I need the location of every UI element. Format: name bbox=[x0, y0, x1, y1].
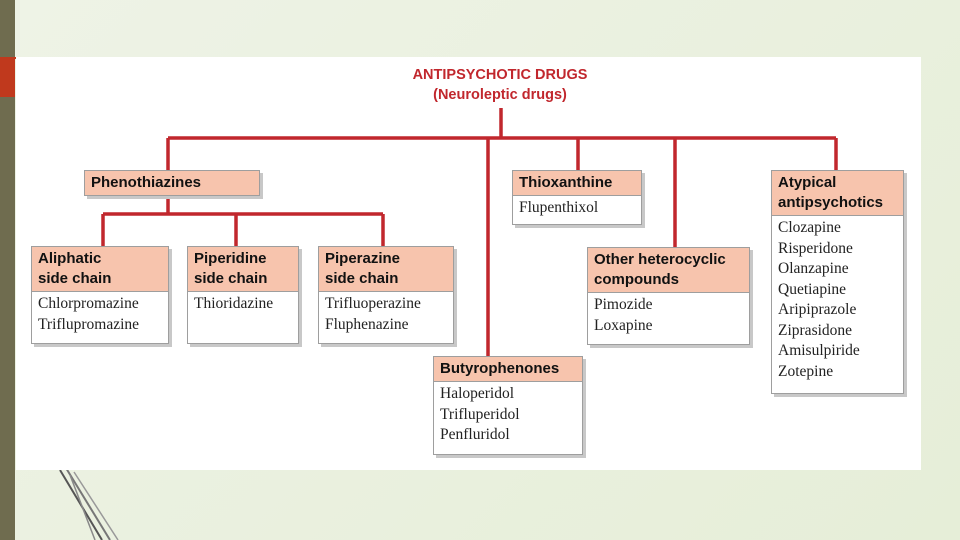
piperidine-label-1: Piperidine bbox=[194, 250, 267, 267]
list-item: Triflupromazine bbox=[38, 315, 140, 333]
decorative-swoosh bbox=[59, 467, 119, 540]
list-item: Trifluperidol bbox=[440, 405, 520, 423]
left-accent-block bbox=[0, 57, 15, 97]
list-item: Chlorpromazine bbox=[38, 295, 139, 312]
aliphatic-label-1: Aliphatic bbox=[38, 250, 102, 267]
thioxanthine-box: Thioxanthine Flupenthixol bbox=[512, 170, 642, 225]
list-item: Loxapine bbox=[594, 316, 653, 334]
piperazine-header: Piperazine side chain bbox=[319, 247, 453, 292]
list-item: Amisulpiride bbox=[778, 342, 860, 359]
list-item: Penfluridol bbox=[440, 426, 510, 443]
list-item: Zotepine bbox=[778, 362, 834, 380]
heterocyclic-box: Other heterocyclic compounds Pimozide Lo… bbox=[587, 247, 750, 345]
thioxanthine-header: Thioxanthine bbox=[513, 171, 641, 196]
butyrophenones-items: Haloperidol Trifluperidol Penfluridol bbox=[434, 382, 582, 448]
atypical-label-2: antipsychotics bbox=[778, 194, 884, 211]
aliphatic-label-2: side chain bbox=[38, 270, 112, 287]
list-item: Flupenthixol bbox=[519, 199, 599, 216]
aliphatic-header: Aliphatic side chain bbox=[32, 247, 168, 292]
list-item: Clozapine bbox=[778, 219, 841, 236]
piperidine-items: Thioridazine bbox=[188, 292, 298, 317]
heterocyclic-header: Other heterocyclic compounds bbox=[588, 248, 749, 293]
heterocyclic-label-1: Other heterocyclic bbox=[594, 251, 726, 268]
atypical-box: Atypical antipsychotics Clozapine Risper… bbox=[771, 170, 904, 394]
list-item: Quetiapine bbox=[778, 280, 847, 298]
butyrophenones-box: Butyrophenones Haloperidol Trifluperidol… bbox=[433, 356, 583, 455]
piperazine-items: Trifluoperazine Fluphenazine bbox=[319, 292, 453, 337]
butyrophenones-header: Butyrophenones bbox=[434, 357, 582, 382]
piperidine-label-2: side chain bbox=[194, 270, 268, 287]
diagram-title: ANTIPSYCHOTIC DRUGS (Neuroleptic drugs) bbox=[380, 65, 620, 105]
title-line-2: (Neuroleptic drugs) bbox=[433, 87, 567, 103]
aliphatic-box: Aliphatic side chain Chlorpromazine Trif… bbox=[31, 246, 169, 344]
piperidine-header: Piperidine side chain bbox=[188, 247, 298, 292]
piperazine-box: Piperazine side chain Trifluoperazine Fl… bbox=[318, 246, 454, 344]
piperazine-label-2: side chain bbox=[325, 270, 399, 287]
left-sidebar-bar bbox=[0, 0, 15, 540]
list-item: Trifluoperazine bbox=[325, 295, 421, 312]
title-line-1: ANTIPSYCHOTIC DRUGS bbox=[412, 67, 588, 83]
aliphatic-items: Chlorpromazine Triflupromazine bbox=[32, 292, 168, 337]
list-item: Thioridazine bbox=[194, 295, 274, 312]
atypical-label-1: Atypical bbox=[778, 174, 837, 191]
piperazine-label-1: Piperazine bbox=[325, 250, 401, 267]
atypical-items: Clozapine Risperidone Olanzapine Quetiap… bbox=[772, 216, 903, 384]
piperidine-box: Piperidine side chain Thioridazine bbox=[187, 246, 299, 344]
list-item: Fluphenazine bbox=[325, 315, 409, 333]
list-item: Ziprasidone bbox=[778, 321, 853, 339]
heterocyclic-label-2: compounds bbox=[594, 271, 679, 288]
list-item: Haloperidol bbox=[440, 385, 515, 402]
thioxanthine-items: Flupenthixol bbox=[513, 196, 641, 221]
list-item: Aripiprazole bbox=[778, 301, 857, 318]
phenothiazines-box: Phenothiazines bbox=[84, 170, 260, 196]
phenothiazines-label: Phenothiazines bbox=[91, 174, 202, 191]
atypical-header: Atypical antipsychotics bbox=[772, 171, 903, 216]
list-item: Risperidone bbox=[778, 239, 853, 257]
list-item: Pimozide bbox=[594, 296, 653, 313]
heterocyclic-items: Pimozide Loxapine bbox=[588, 293, 749, 338]
list-item: Olanzapine bbox=[778, 260, 849, 277]
